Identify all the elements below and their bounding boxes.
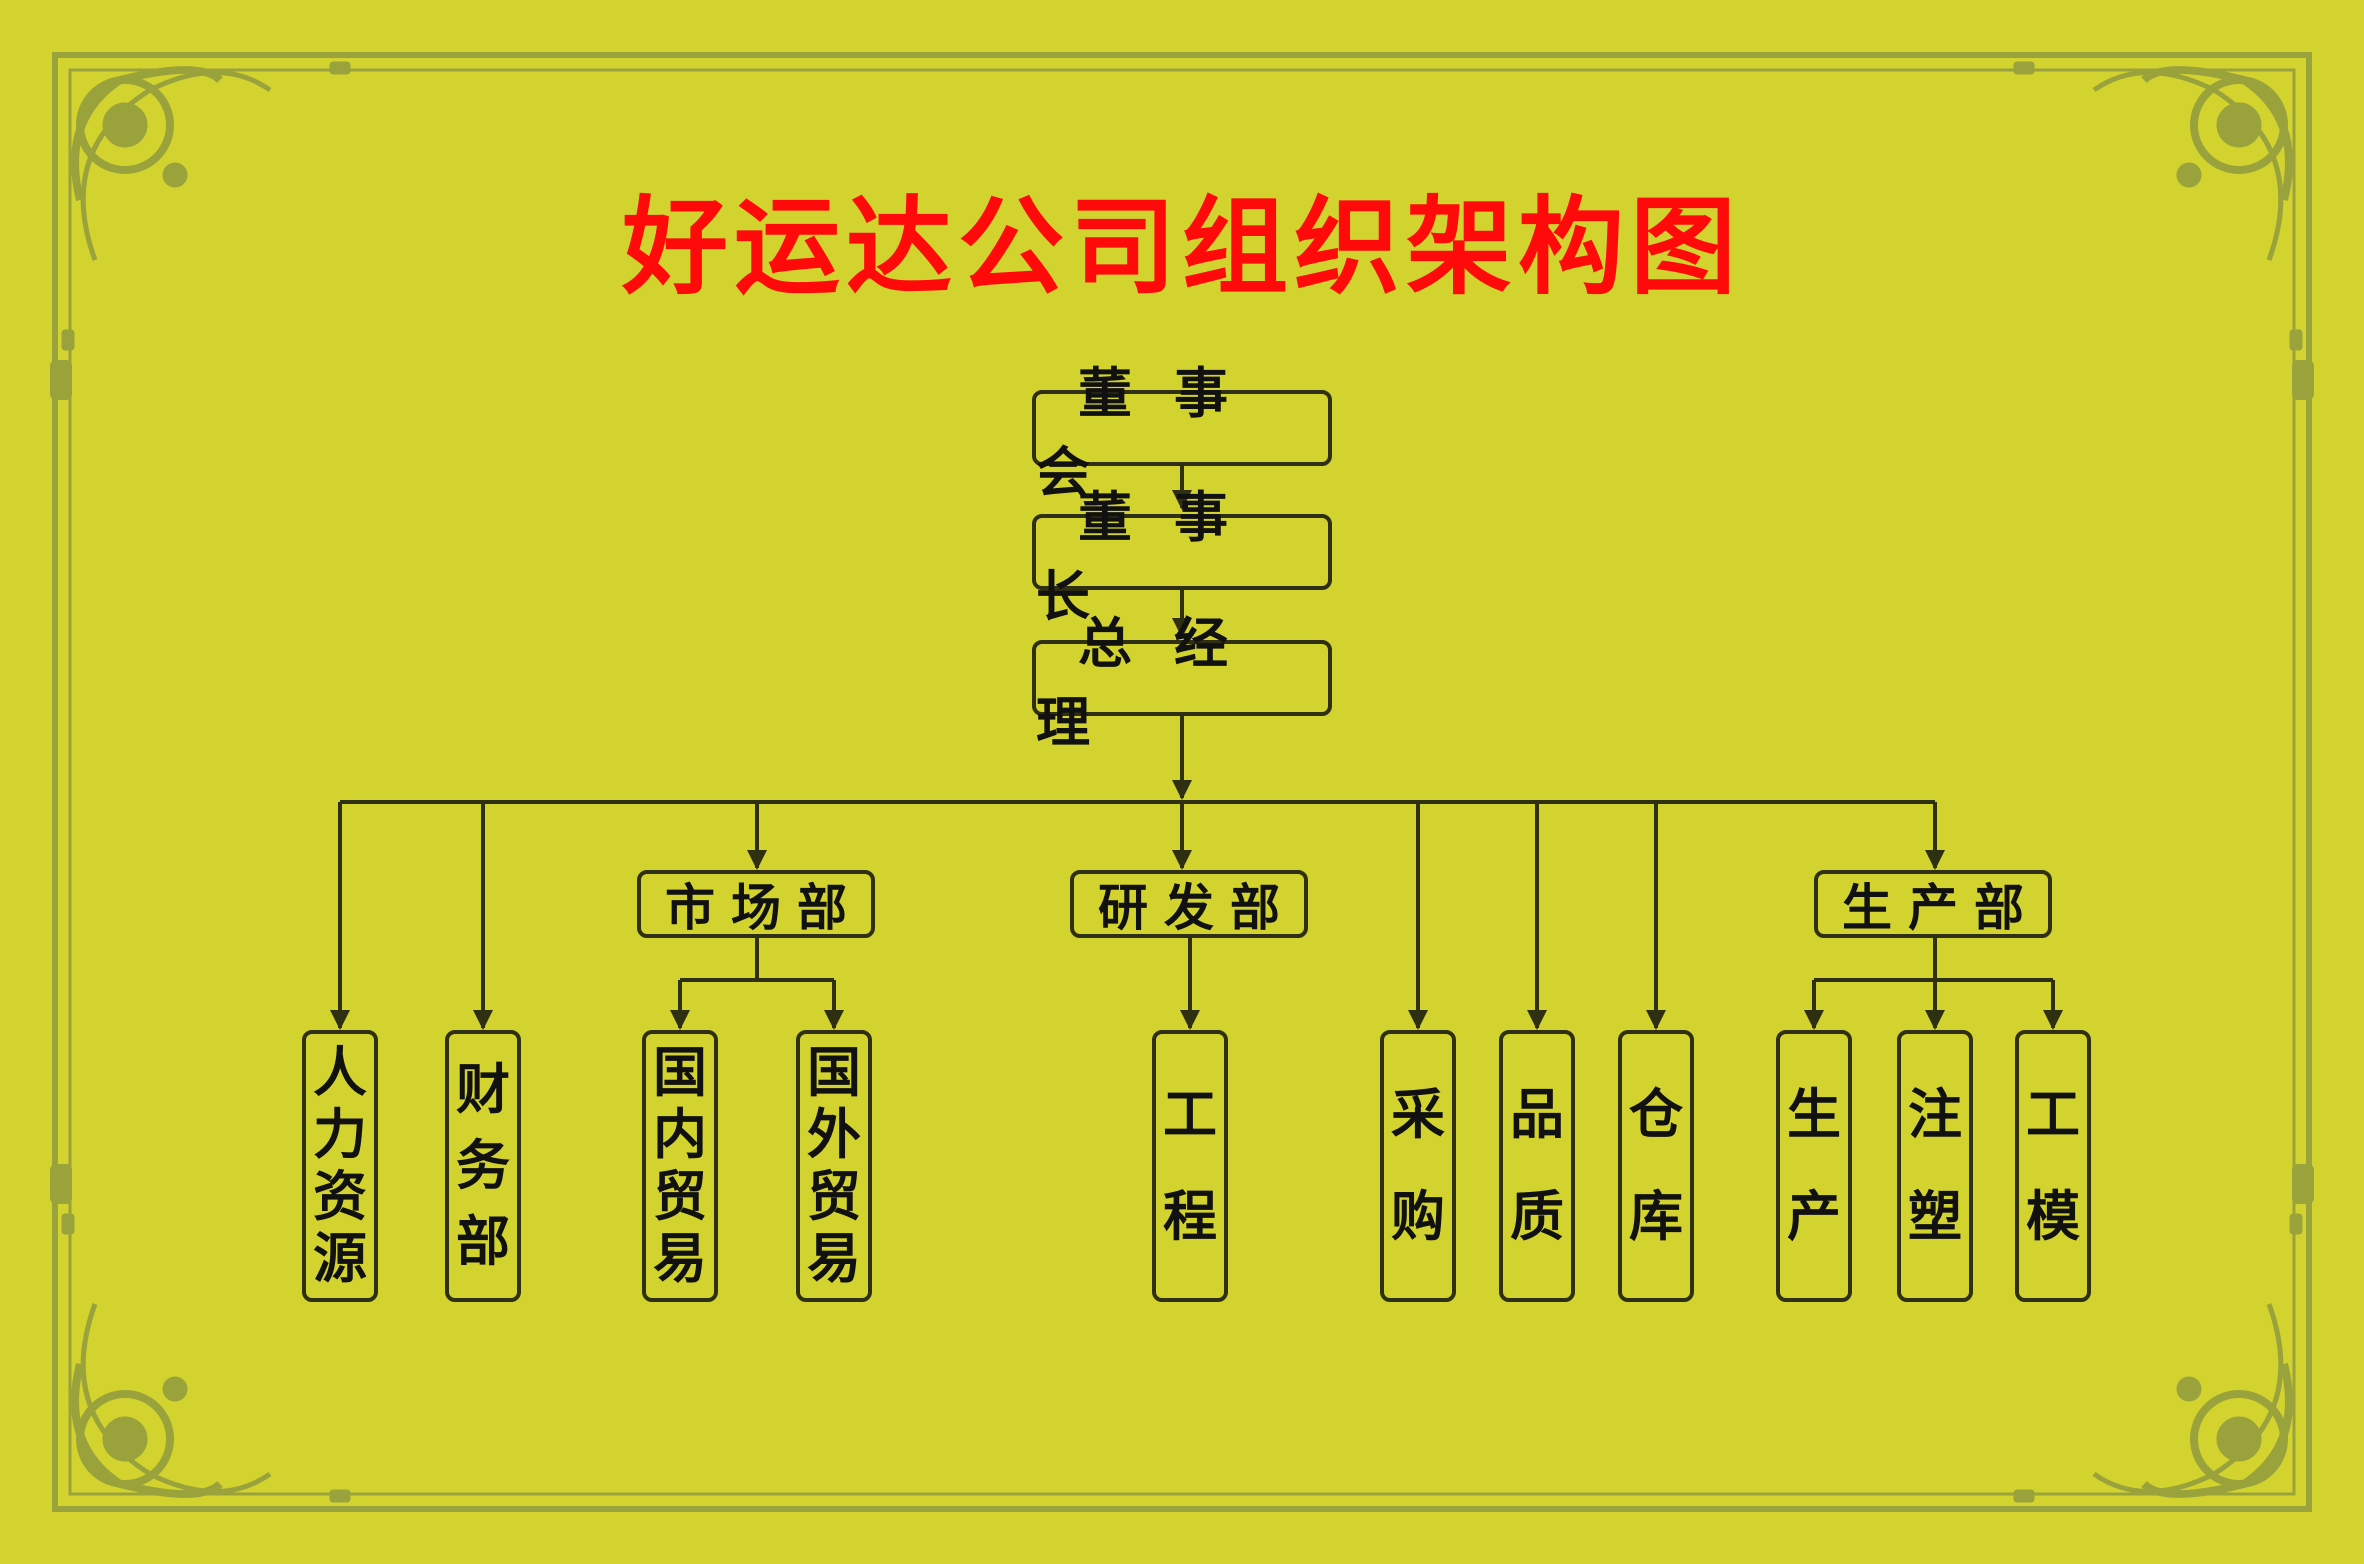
page-title: 好运达公司组织架构图 xyxy=(622,186,1742,309)
node-char: 资 xyxy=(313,1165,367,1228)
side-ornament-icon xyxy=(50,360,2314,1204)
node-hr: 人力资源 xyxy=(302,1030,378,1302)
node-char: 国 xyxy=(807,1041,861,1104)
node-board: 董事会 xyxy=(1032,362,1332,504)
node-char: 生 xyxy=(1787,1083,1841,1146)
node-engineering: 工程 xyxy=(1152,1030,1228,1302)
node-manufacturing: 生产 xyxy=(1776,1030,1852,1302)
node-general-manager: 总经理 xyxy=(1032,612,1332,754)
node-char: 贸 xyxy=(653,1165,707,1228)
node-char: 产 xyxy=(1787,1185,1841,1248)
node-char: 程 xyxy=(1163,1185,1217,1248)
node-char: 库 xyxy=(1629,1185,1683,1248)
node-chairman: 董事长 xyxy=(1032,486,1332,628)
node-rnd: 研发部 xyxy=(1070,870,1308,938)
node-char: 品 xyxy=(1510,1083,1564,1146)
node-char: 工 xyxy=(1163,1083,1217,1146)
node-char: 仓 xyxy=(1629,1083,1683,1146)
node-char: 采 xyxy=(1391,1083,1445,1146)
node-warehouse: 仓库 xyxy=(1618,1030,1694,1302)
node-tooling: 工模 xyxy=(2015,1030,2091,1302)
node-char: 部 xyxy=(456,1210,510,1273)
node-char: 模 xyxy=(2026,1185,2080,1248)
node-foreign-trade: 国外贸易 xyxy=(796,1030,872,1302)
node-char: 务 xyxy=(456,1134,510,1197)
node-char: 易 xyxy=(807,1227,861,1290)
node-quality: 品质 xyxy=(1499,1030,1575,1302)
node-marketing: 市场部 xyxy=(637,870,875,938)
node-char: 内 xyxy=(653,1103,707,1166)
node-char: 工 xyxy=(2026,1083,2080,1146)
node-char: 质 xyxy=(1510,1185,1564,1248)
node-domestic-trade: 国内贸易 xyxy=(642,1030,718,1302)
node-purchasing: 采购 xyxy=(1380,1030,1456,1302)
node-char: 力 xyxy=(313,1103,367,1166)
node-injection: 注塑 xyxy=(1897,1030,1973,1302)
corner-ornament-icon xyxy=(61,61,351,351)
node-char: 外 xyxy=(807,1103,861,1166)
node-char: 注 xyxy=(1908,1083,1962,1146)
node-char: 国 xyxy=(653,1041,707,1104)
node-production: 生产部 xyxy=(1814,870,2052,938)
node-char: 购 xyxy=(1391,1185,1445,1248)
node-finance: 财务部 xyxy=(445,1030,521,1302)
node-char: 源 xyxy=(313,1227,367,1290)
node-char: 财 xyxy=(456,1058,510,1121)
node-char: 塑 xyxy=(1908,1185,1962,1248)
node-char: 贸 xyxy=(807,1165,861,1228)
node-char: 易 xyxy=(653,1227,707,1290)
node-char: 人 xyxy=(313,1041,367,1104)
